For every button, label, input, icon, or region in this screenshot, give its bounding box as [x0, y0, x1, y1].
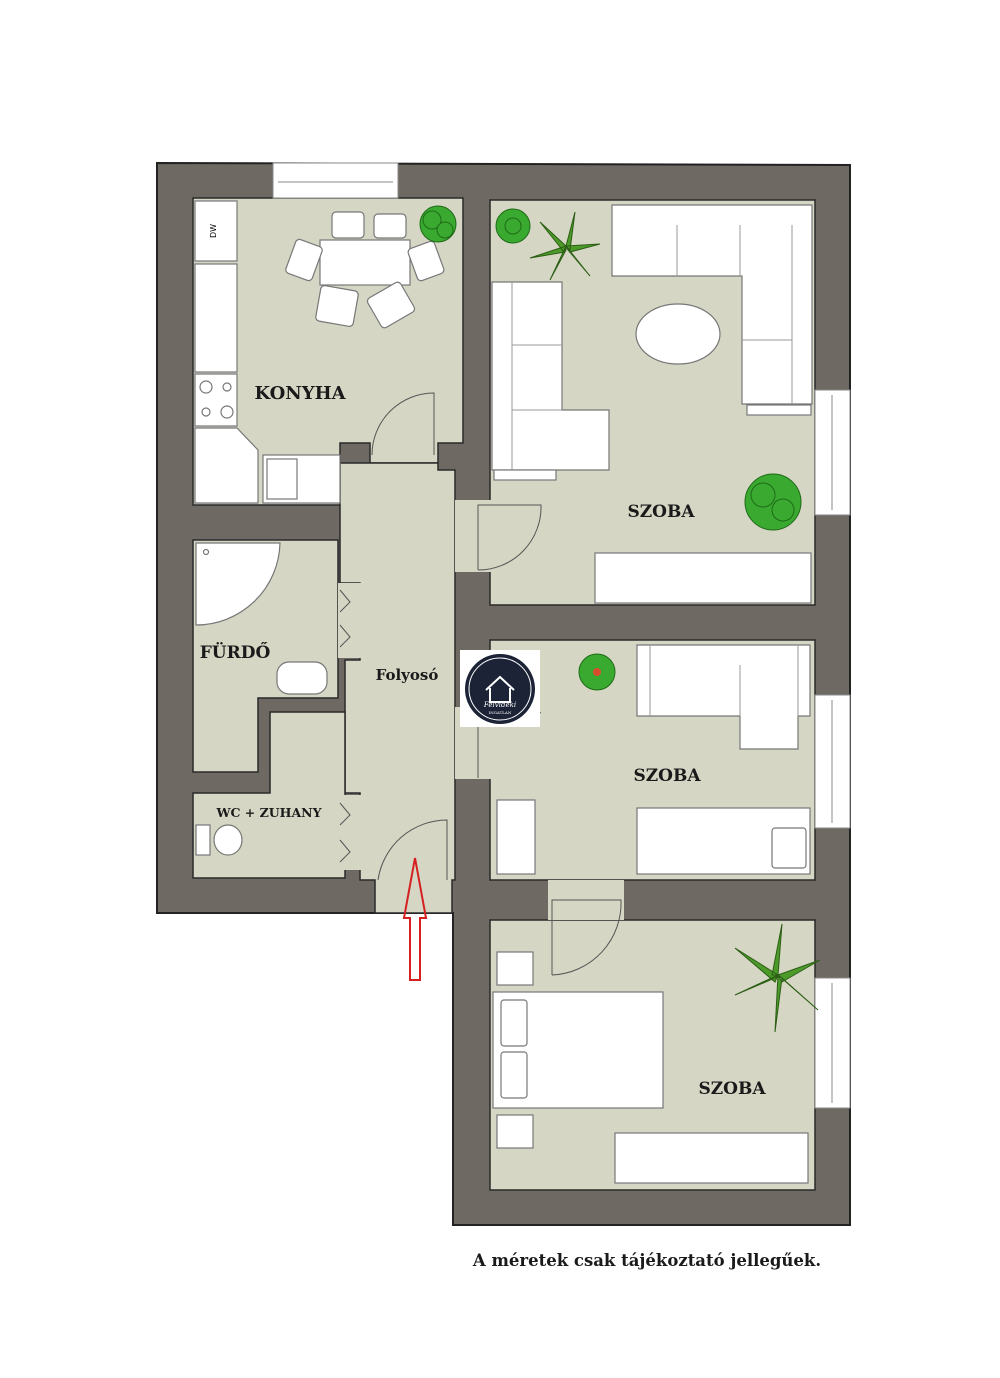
room-label-hallway: Folyosó	[376, 666, 439, 684]
room-label-bedroom-bottom: SZOBA	[698, 1079, 766, 1099]
dishwasher-label: DW	[209, 224, 218, 238]
corner-sofa	[611, 204, 813, 405]
sofa	[491, 281, 610, 471]
logo-subtitle: INGATLAN	[489, 710, 512, 715]
entrance-arrow-icon	[402, 857, 428, 981]
stove	[194, 373, 238, 427]
room-label-kitchen: KONYHA	[254, 383, 346, 404]
logo-name: Felvidéki	[483, 701, 516, 709]
plant-icon	[419, 205, 457, 243]
room-label-bedroom-middle: SZOBA	[633, 766, 701, 786]
room-label-wc: WC + ZUHANY	[215, 805, 322, 820]
toilet	[213, 824, 243, 856]
plant-icon	[744, 473, 802, 531]
sofa	[636, 644, 811, 750]
bedroom-bottom-furniture	[492, 923, 821, 1184]
dishwasher	[194, 200, 238, 262]
company-logo: Felvidéki INGATLAN	[460, 650, 540, 727]
windows	[272, 162, 851, 1109]
kitchen-furniture: DW	[194, 200, 457, 504]
living-room-furniture	[491, 204, 813, 604]
palm-icon	[529, 211, 601, 281]
plant-icon	[495, 208, 531, 244]
washbasin	[276, 661, 328, 695]
room-label-bathroom: FÜRDŐ	[200, 642, 271, 663]
palm-icon	[734, 923, 821, 1033]
bedroom-middle-furniture	[496, 644, 811, 875]
plant-icon	[578, 653, 616, 691]
footer-note: A méretek csak tájékoztató jellegűek.	[472, 1251, 821, 1270]
bathroom-furniture	[195, 542, 328, 856]
coffee-table	[635, 303, 721, 365]
sideboard	[594, 552, 812, 604]
shower	[195, 542, 281, 626]
dining-table	[319, 239, 411, 286]
room-label-living-room: SZOBA	[627, 502, 695, 522]
wardrobe	[614, 1132, 809, 1184]
